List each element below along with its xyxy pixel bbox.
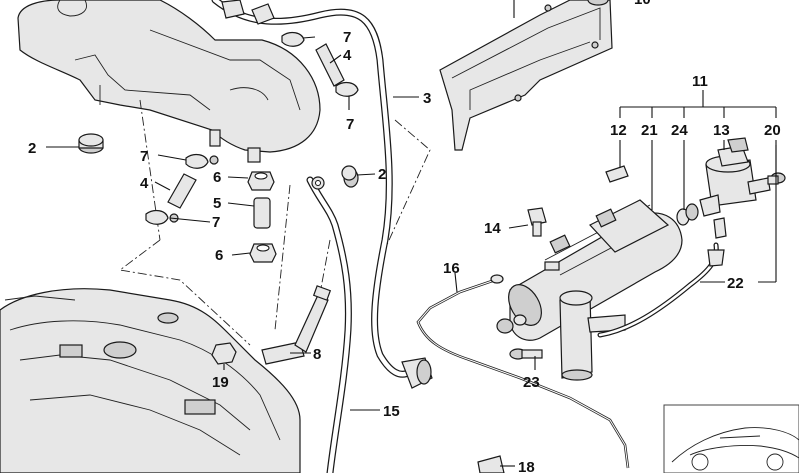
callout-5: 5: [213, 195, 221, 212]
callout-2-left: 2: [28, 140, 36, 157]
callout-7-top: 7: [343, 29, 351, 46]
callout-19: 19: [212, 374, 229, 391]
callout-10: 10: [634, 0, 651, 8]
car-inset: [663, 404, 799, 473]
leader-lines: [46, 0, 777, 467]
callout-labels: 2 2 3 4 4 5 6 6 7 7 7 7 8 10 11 12 13 14…: [28, 0, 781, 473]
callout-6-upper: 6: [213, 169, 221, 186]
callout-4-top: 4: [343, 47, 352, 64]
callout-20: 20: [764, 122, 781, 139]
callout-13: 13: [713, 122, 730, 139]
callout-21: 21: [641, 122, 658, 139]
callout-3: 3: [423, 90, 431, 107]
callout-16: 16: [443, 260, 460, 277]
canister-assembly: [477, 137, 786, 473]
callout-18: 18: [518, 459, 535, 473]
callout-11: 11: [692, 73, 708, 90]
callout-6-lower: 6: [215, 247, 223, 264]
callout-2-right: 2: [378, 166, 386, 183]
hose-3: [211, 0, 433, 389]
hose-15: [306, 176, 352, 473]
dash-lines: [118, 99, 431, 346]
callout-15: 15: [383, 403, 400, 420]
callout-22: 22: [727, 275, 744, 292]
callout-7-lower: 7: [212, 214, 220, 231]
heat-shield: [439, 0, 613, 151]
line-16: [416, 274, 630, 469]
callout-7-right: 7: [346, 116, 354, 133]
callout-4-left: 4: [140, 175, 149, 192]
callout-8: 8: [313, 346, 321, 363]
callout-14: 14: [484, 220, 501, 237]
callout-24: 24: [671, 122, 688, 139]
fuel-tank-lower: [0, 288, 301, 473]
callout-23: 23: [523, 374, 540, 391]
callout-7-left: 7: [140, 148, 148, 165]
fuel-tank-upper: [17, 0, 321, 153]
small-parts: [78, 0, 359, 365]
callout-12: 12: [610, 122, 627, 139]
